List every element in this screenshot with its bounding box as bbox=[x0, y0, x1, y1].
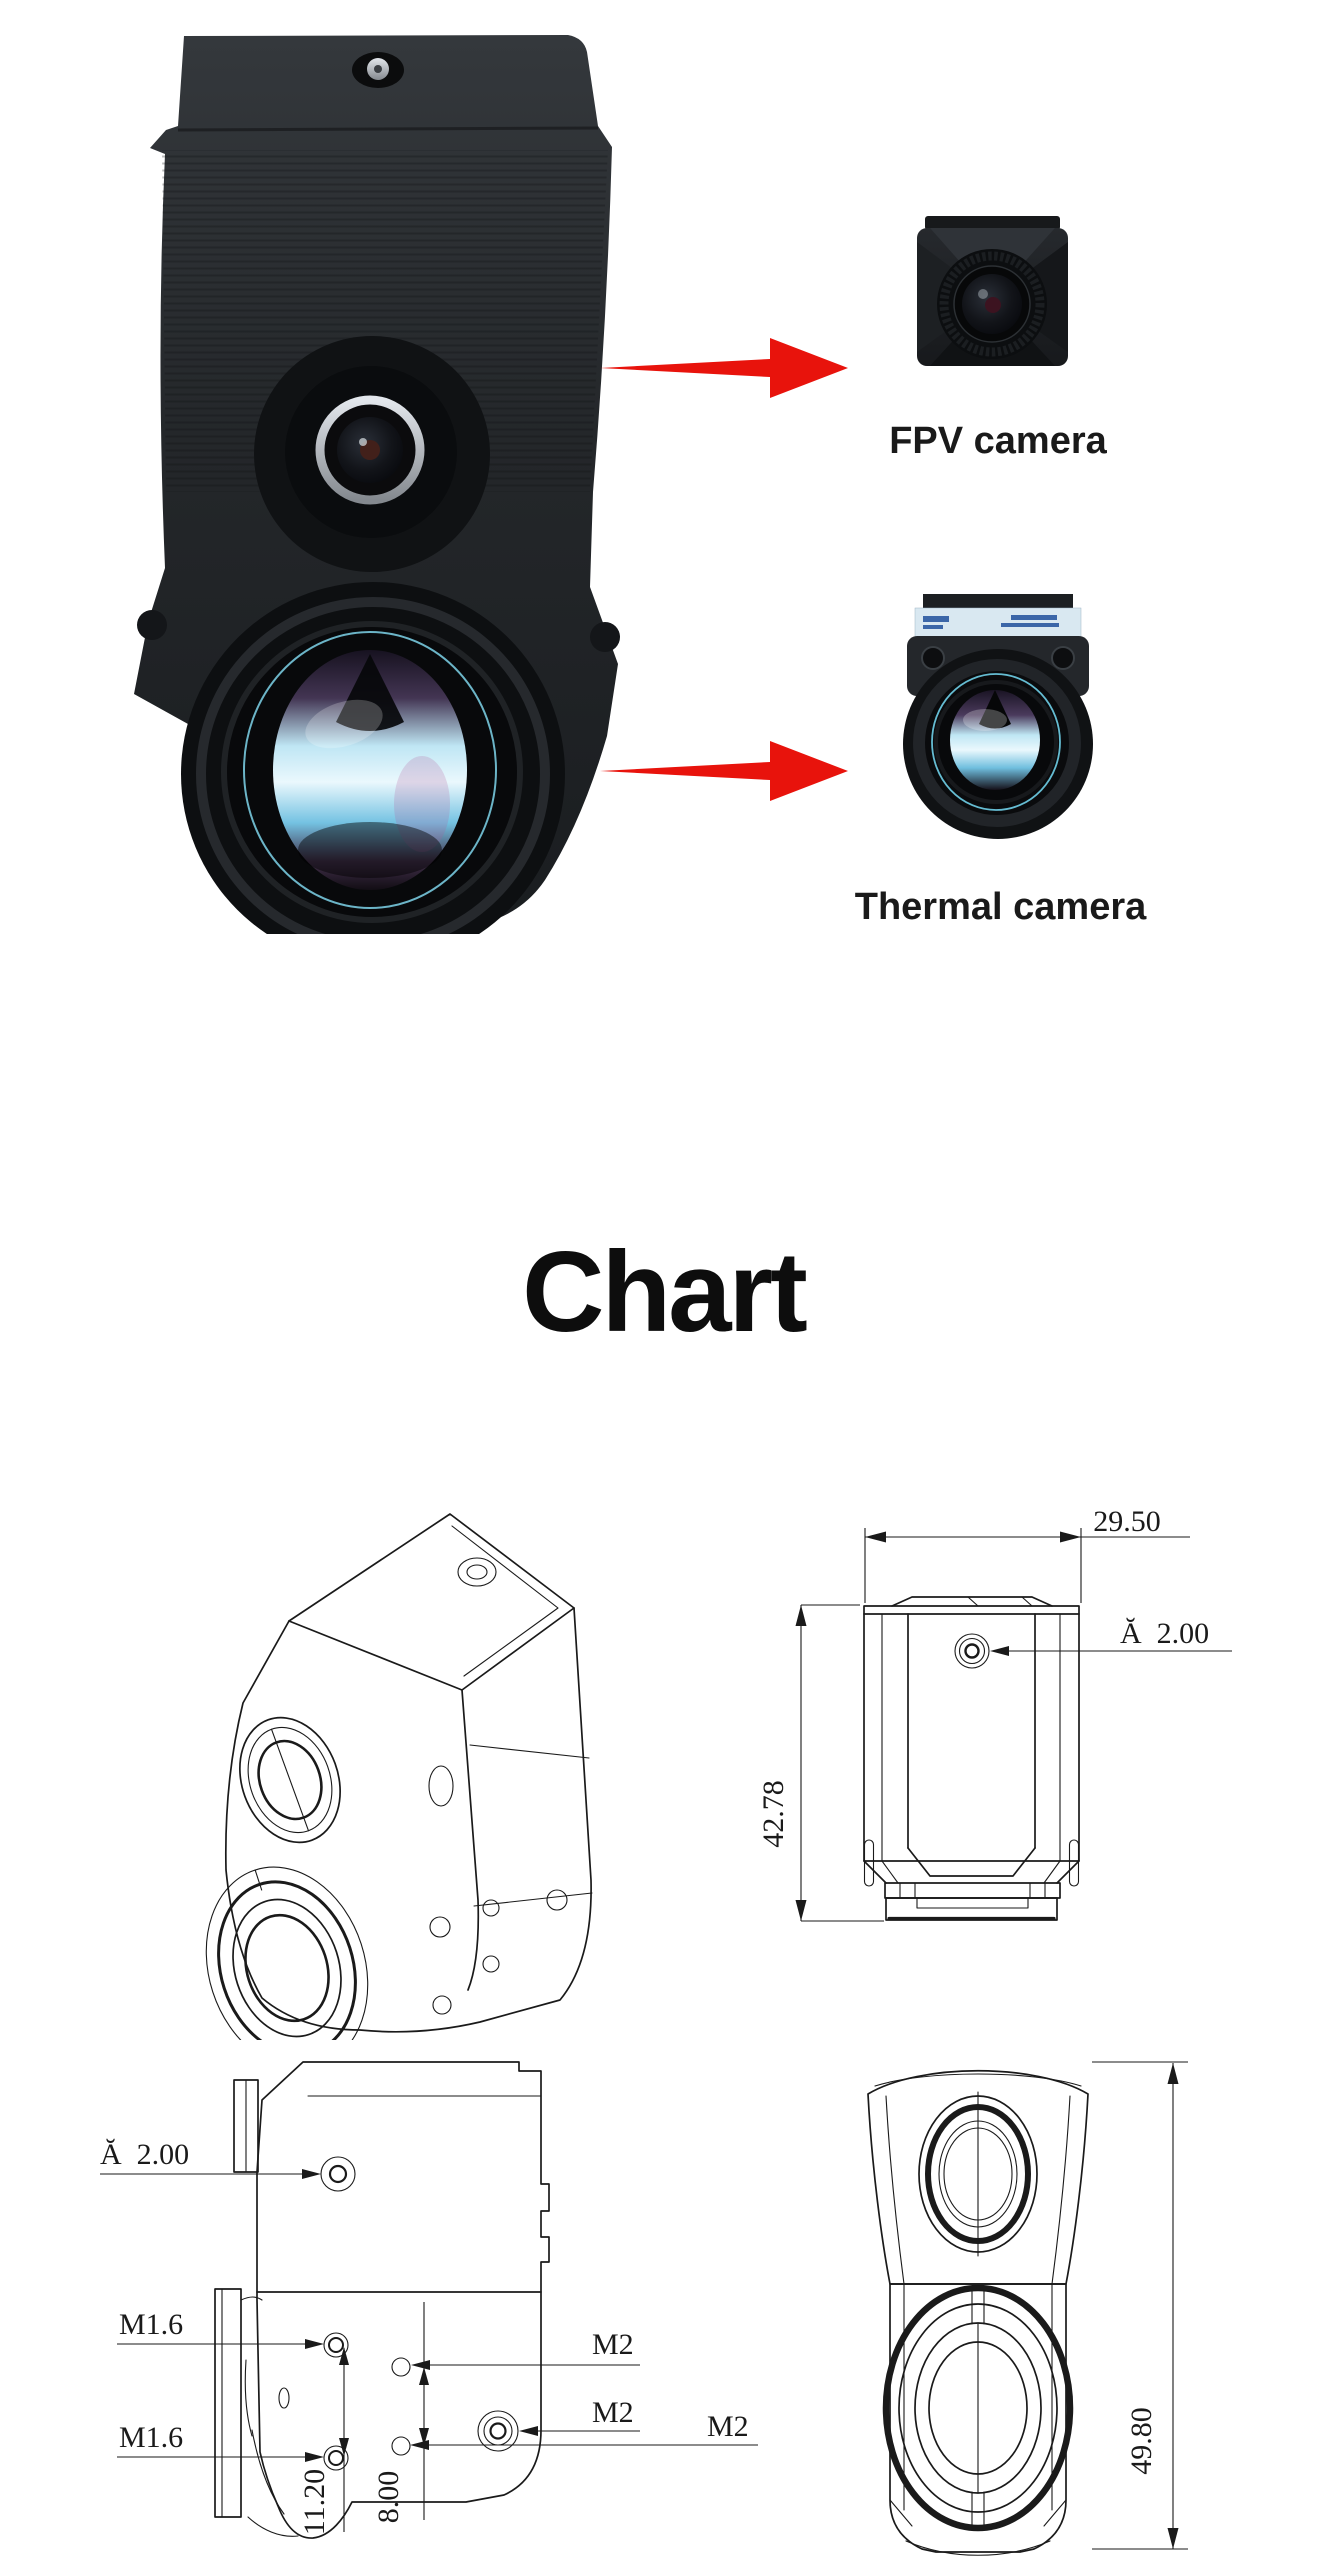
front-outline bbox=[867, 2069, 1089, 2556]
side-hole-dia-label: Ă 2.00 bbox=[100, 2138, 189, 2171]
rear-outline bbox=[863, 1596, 1080, 1921]
offset-dim-label: 11.20 bbox=[298, 2469, 331, 2535]
rear-height-dim-label: 42.78 bbox=[757, 1780, 790, 1848]
red-arrow-icon-thermal bbox=[600, 741, 848, 801]
rear-hole-dia-label: Ă 2.00 bbox=[1120, 1617, 1209, 1650]
fpv-camera-photo bbox=[917, 216, 1068, 366]
fpv-lens bbox=[254, 336, 490, 572]
front-height-dim-label: 49.80 bbox=[1125, 2407, 1158, 2475]
iso-holes bbox=[428, 1557, 568, 2015]
side-view-drawing: Ă 2.00 M1.6 M1.6 11.20 8.00 M2 M2 M2 bbox=[100, 2061, 758, 2539]
thermal-lens bbox=[181, 582, 565, 934]
side-screw-left bbox=[137, 610, 167, 640]
iso-fpv-lens bbox=[239, 1716, 341, 1844]
red-arrow-icon-fpv bbox=[600, 338, 848, 398]
spacing-dim-label: 8.00 bbox=[372, 2471, 405, 2524]
rear-view-drawing: 29.50 42.78 Ă 2.00 bbox=[757, 1505, 1232, 1922]
fpv-camera-label: FPV camera bbox=[889, 420, 1107, 462]
m2-label-top: M2 bbox=[592, 2328, 634, 2361]
iso-thermal-lens bbox=[205, 1866, 369, 2040]
side-outline bbox=[214, 2061, 550, 2539]
front-fpv-lens bbox=[918, 2091, 1038, 2257]
isometric-view-drawing bbox=[205, 1513, 593, 2040]
front-view-drawing: 49.80 bbox=[867, 2061, 1188, 2556]
m2-label-right: M2 bbox=[707, 2410, 749, 2443]
rear-dimensions: 29.50 42.78 Ă 2.00 bbox=[757, 1505, 1232, 1922]
front-thermal-lens bbox=[882, 2284, 1074, 2532]
m2-label-mid: M2 bbox=[592, 2396, 634, 2429]
side-annotations: Ă 2.00 M1.6 M1.6 11.20 8.00 M2 M2 M2 bbox=[100, 2138, 758, 2535]
section-title: Chart bbox=[522, 1229, 808, 1356]
iso-outline bbox=[224, 1513, 593, 2033]
front-dimensions: 49.80 bbox=[1092, 2061, 1188, 2550]
rear-width-dim-label: 29.50 bbox=[1093, 1505, 1161, 1538]
m16-label-bottom: M1.6 bbox=[119, 2421, 183, 2454]
thermal-camera-label: Thermal camera bbox=[854, 886, 1147, 928]
side-screw-right bbox=[590, 622, 620, 652]
main-camera-photo bbox=[134, 35, 620, 934]
thermal-camera-photo bbox=[903, 594, 1093, 839]
m16-label-top: M1.6 bbox=[119, 2308, 183, 2341]
